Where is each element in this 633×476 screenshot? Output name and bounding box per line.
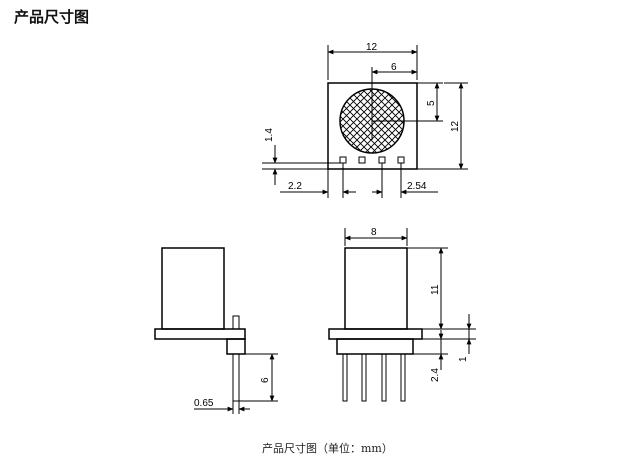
dim-label-pin-row-offset: 1.4 — [264, 128, 275, 142]
figure-caption: 产品尺寸图（单位：mm） — [262, 442, 393, 455]
dim-label-vertical-offset: 5 — [426, 100, 437, 106]
dim-label-pin-thickness: 0.65 — [194, 398, 214, 409]
side-pin-top — [232, 315, 240, 330]
dim-label-flange-thickness: 1 — [458, 356, 469, 362]
side-flange — [154, 328, 246, 340]
front-pin — [381, 353, 387, 402]
front-base — [336, 338, 414, 355]
pin-square — [358, 156, 366, 164]
front-body — [344, 247, 408, 330]
side-view: 6 0.65 — [154, 247, 278, 414]
dim-label-pin-length: 6 — [260, 377, 271, 383]
side-base — [226, 338, 246, 355]
front-flange — [328, 328, 423, 340]
side-body — [161, 247, 225, 330]
front-view: 8 11 2.4 1 — [328, 227, 476, 402]
side-pin — [232, 353, 240, 402]
dim-label-pin-side-offset: 2.2 — [288, 181, 302, 192]
dim-label-top-width: 12 — [366, 42, 378, 53]
front-pin — [342, 353, 348, 402]
section-heading: 产品尺寸图 — [14, 8, 90, 26]
dim-label-base-height: 2.4 — [430, 368, 441, 382]
front-pin — [361, 353, 367, 402]
dim-label-center-offset: 6 — [391, 62, 397, 73]
front-pin — [400, 353, 406, 402]
dim-label-pin-pitch: 2.54 — [407, 181, 427, 192]
dim-label-body-height: 11 — [430, 284, 441, 295]
pin-square — [397, 156, 405, 164]
pin-square — [339, 156, 347, 164]
top-view: 12 6 5 12 1.4 2.2 2.54 — [262, 42, 468, 198]
dim-label-body-diameter: 8 — [371, 227, 377, 238]
dim-label-top-height: 12 — [450, 120, 461, 132]
pin-square — [378, 156, 386, 164]
